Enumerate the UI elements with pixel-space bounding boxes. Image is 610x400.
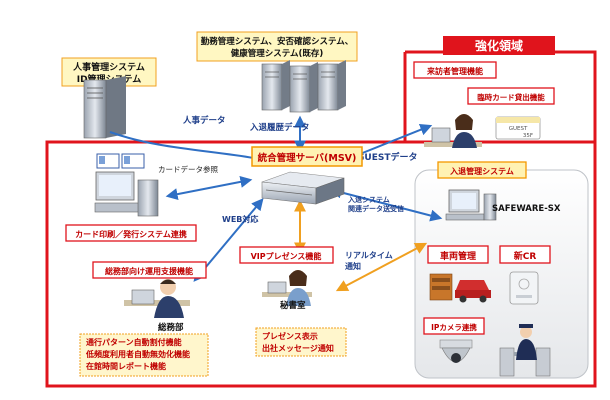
enhanced-title-text: 強化領域 (475, 38, 523, 53)
new-cr-feature: 新CR (499, 245, 551, 264)
entry-history-label: 入退履歴データ (249, 122, 310, 133)
enhanced-area-title: 強化領域 (443, 36, 555, 55)
entry-system-data-line-1: 入退システム (347, 195, 390, 204)
realtime-notice-line-1: リアルタイム (345, 250, 393, 260)
secretary-room-label: 秘書室 (280, 300, 306, 311)
temp-card-feature: 臨時カード貸出機能 (467, 87, 555, 105)
card-print-label: カード印刷／発行システム連携 (75, 229, 187, 239)
attendance-system-label: 勤務管理システム、安否確認システム、 健康管理システム(既存) (196, 31, 358, 62)
general-list-item-3: 在館時間レポート機能 (86, 361, 166, 371)
enhanced-title-bg (443, 36, 555, 55)
central-server: 統合管理サーバ(MSV) (251, 146, 363, 205)
guest-card-id: 35F (523, 133, 533, 139)
security-guard-icon (516, 324, 537, 360)
general-support-label: 総務部向け運用支援機能 (105, 266, 193, 276)
new-cr-label: 新CR (514, 250, 537, 262)
secretary-list-item-1: プレゼンス表示 (262, 331, 318, 341)
entry-mgmt-feature: 入退管理システム (437, 161, 527, 179)
card-print-feature: カード印刷／発行システム連携 (65, 224, 197, 242)
central-server-label: 統合管理サーバ(MSV) (258, 152, 357, 164)
vehicle-label: 車両管理 (440, 250, 476, 262)
personnel-data-arrow (109, 131, 268, 165)
attendance-line-2: 健康管理システム(既存) (231, 48, 324, 59)
general-list-item-1: 通行パターン自動割付機能 (86, 337, 182, 347)
secretary-person-icon (262, 270, 312, 306)
id-card-icon (96, 153, 145, 169)
central-server-label-box (251, 146, 363, 167)
guest-card-icon: GUEST 35F (495, 116, 541, 140)
general-list-item-2: 低頻度利用者自動無効化機能 (85, 349, 190, 359)
entry-system-data-line-2: 関連データ送受信 (348, 204, 404, 213)
receptionist-icon (424, 114, 482, 148)
realtime-notice-arrow (335, 242, 428, 292)
guest-card-text: GUEST (509, 126, 528, 132)
general-feature-list: 通行パターン自動割付機能 低頻度利用者自動無効化機能 在館時間レポート機能 (79, 333, 209, 377)
card-terminal-pc-icon (94, 171, 159, 217)
secretary-feature-list: プレゼンス表示 出社メッセージ通知 (255, 327, 347, 357)
attendance-servers-icon (261, 60, 346, 113)
ip-camera-feature: IPカメラ連携 (423, 317, 485, 335)
rack-server-icon (261, 171, 345, 205)
safeware-label: SAFEWARE-SX (492, 204, 561, 214)
general-support-feature: 総務部向け運用支援機能 (92, 261, 207, 279)
attendance-system-box (196, 31, 358, 62)
card-reader-icon (509, 271, 539, 305)
hr-system-line-1: 人事管理システム (72, 61, 145, 73)
visitor-mgmt-label: 来訪者管理機能 (426, 66, 483, 76)
personnel-data-label: 人事データ (183, 115, 226, 126)
entry-system-arrow (329, 186, 443, 222)
realtime-notice-line-2: 通知 (345, 261, 361, 271)
temp-card-label: 臨時カード貸出機能 (477, 92, 545, 102)
card-data-ref-label: カードデータ参照 (158, 164, 218, 174)
web-support-label: WEB対応 (222, 214, 258, 224)
ip-camera-icon (439, 339, 473, 363)
ip-camera-label: IPカメラ連携 (431, 322, 477, 332)
general-affairs-person-icon (124, 279, 190, 318)
general-affairs-dept-label: 総務部 (158, 322, 184, 333)
visitor-mgmt-feature: 来訪者管理機能 (413, 61, 497, 79)
secretary-list-item-2: 出社メッセージ通知 (262, 343, 334, 353)
vehicle-feature: 車両管理 (427, 245, 489, 264)
card-data-arrow (165, 175, 253, 201)
data-flow-arrows (109, 115, 443, 282)
hr-tower-server-icon (83, 76, 126, 139)
vip-presence-label: VIPプレゼンス機能 (251, 251, 322, 261)
vehicle-icon (429, 273, 491, 303)
attendance-line-1: 勤務管理システム、安否確認システム、 (201, 36, 354, 47)
vip-presence-feature: VIPプレゼンス機能 (239, 246, 334, 264)
entry-mgmt-label: 入退管理システム (449, 166, 514, 176)
guest-data-label: GUESTデータ (357, 151, 417, 163)
entry-pc-icon (445, 189, 497, 221)
